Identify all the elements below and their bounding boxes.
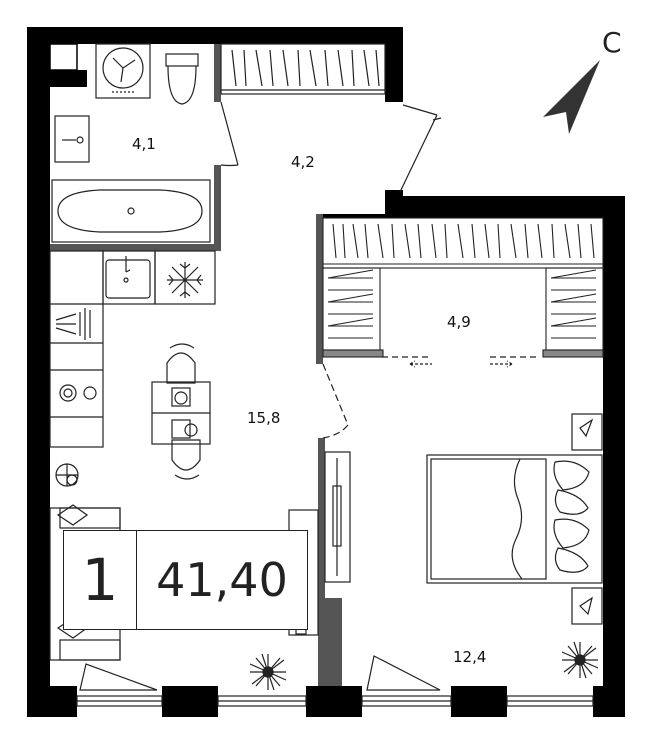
room-area-bedroom: 12,4 [453,648,486,666]
room-count: 1 [64,531,137,629]
room-area-wardrobe: 4,9 [447,313,471,331]
room-area-kitchen-living: 15,8 [247,409,280,427]
room-area-hallway: 4,2 [291,153,315,171]
partitions [50,44,342,686]
windows [76,655,594,707]
bedroom-furniture [324,413,603,625]
apartment-summary-badge: 1 41,40 [63,530,308,630]
compass-letter: С [602,26,622,59]
total-area: 41,40 [156,553,288,607]
hall-closet [220,43,386,95]
room-area-bathroom: 4,1 [132,135,156,153]
north-arrow-icon [543,60,600,134]
floor-lamp [55,463,79,487]
kitchen-units [49,250,216,448]
shaft [49,43,78,71]
exterior-walls [27,27,625,717]
doors [220,101,540,439]
plants [249,641,599,691]
wardrobe-shelves [322,217,604,358]
bathroom-fixtures [51,43,211,243]
dining-set [151,343,211,480]
wardrobe-top-edge [323,214,603,218]
